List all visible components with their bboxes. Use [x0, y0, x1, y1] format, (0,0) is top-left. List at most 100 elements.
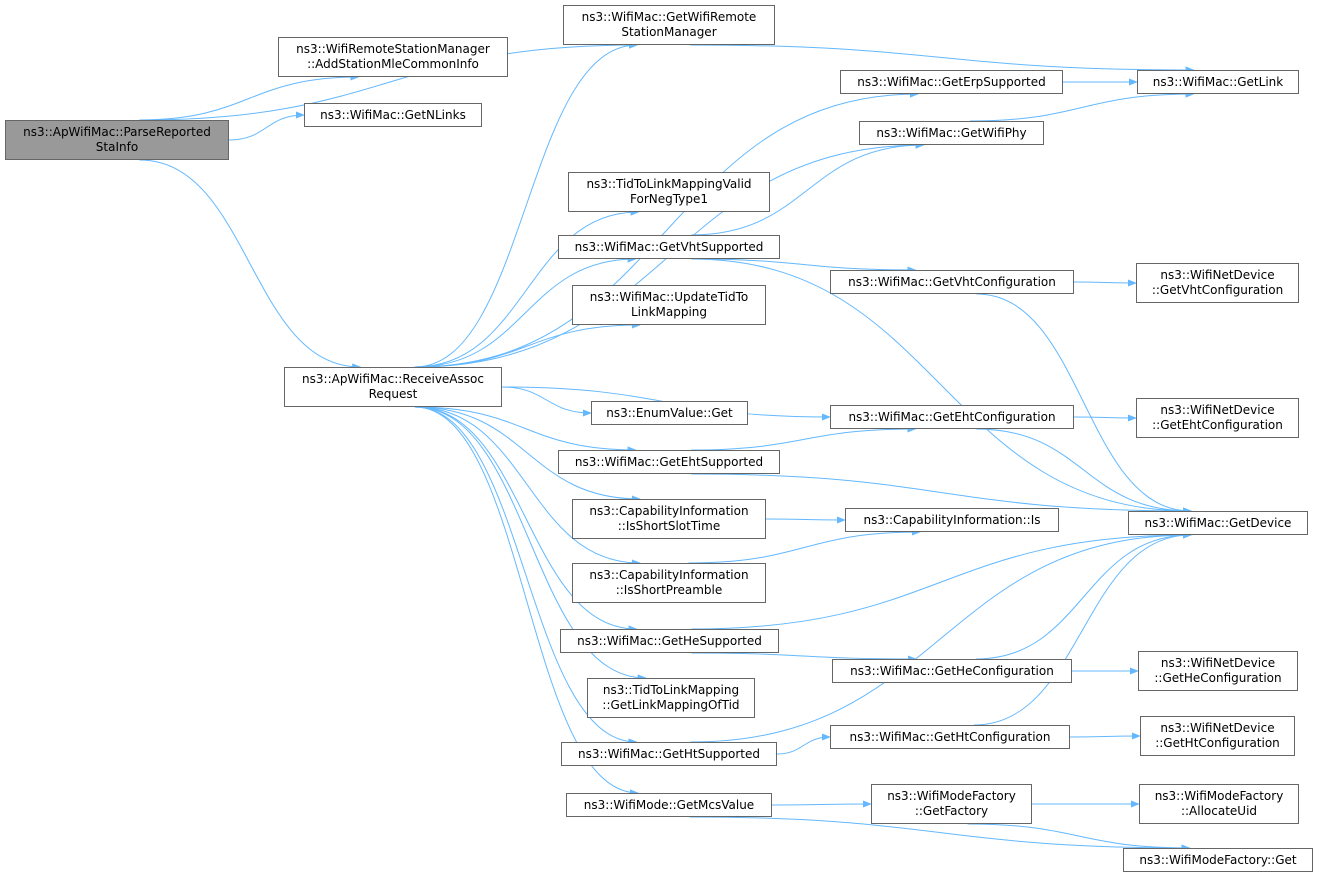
node-label-line: ns3::WifiNetDevice [1160, 656, 1276, 670]
node-label-line: ns3::WifiMac::GetWifiPhy [876, 125, 1027, 140]
edge-recv-enumget [501, 386, 592, 417]
node-label-line: ns3::CapabilityInformation::Is [863, 512, 1041, 527]
node-ndhe[interactable]: ns3::WifiNetDevice::GetHeConfiguration [1138, 651, 1298, 691]
node-hec[interactable]: ns3::WifiMac::GetHeConfiguration [832, 659, 1072, 683]
edge-recv-ehts [414, 406, 637, 454]
node-label-line: ns3::WifiMac::GetEhtSupported [574, 454, 764, 469]
edge-hts-htc [776, 733, 831, 755]
node-label-line: StationManager [621, 25, 717, 39]
node-hes[interactable]: ns3::WifiMac::GetHeSupported [560, 629, 779, 653]
node-label-line: ::GetEhtConfiguration [1152, 418, 1283, 432]
node-label-line: ns3::ApWifiMac::ReceiveAssoc [302, 372, 484, 386]
edge-vhts-vhtc [691, 258, 917, 274]
node-label-line: ns3::CapabilityInformation [589, 568, 749, 582]
node-device[interactable]: ns3::WifiMac::GetDevice [1128, 511, 1308, 535]
node-label-line: ::AllocateUid [1180, 804, 1258, 818]
node-label-line: ns3::WifiRemoteStationManager [296, 42, 490, 56]
node-mcs[interactable]: ns3::WifiMode::GetMcsValue [566, 793, 772, 817]
edge-ehtc-device [976, 428, 1192, 515]
edge-vhtc-device [976, 293, 1192, 515]
node-hts[interactable]: ns3::WifiMac::GetHtSupported [561, 742, 777, 766]
node-label-line: ns3::WifiMac::UpdateTidTo [589, 290, 749, 304]
edge-hts-device [690, 531, 1192, 743]
node-label-line: ns3::WifiModeFactory [887, 789, 1016, 803]
node-addsta[interactable]: ns3::WifiRemoteStationManager::AddStatio… [278, 37, 508, 77]
node-label-line: ns3::WifiMac::GetHtConfiguration [849, 729, 1051, 744]
node-label-line: ForNegType1 [630, 192, 708, 206]
node-label-line: ns3::WifiModeFactory::Get [1139, 852, 1297, 867]
edge-recv-slot [414, 406, 641, 503]
edge-recv-pre [414, 406, 641, 567]
edge-parse-addsta [139, 73, 360, 121]
node-ndht[interactable]: ns3::WifiNetDevice::GetHtConfiguration [1140, 716, 1295, 756]
node-ndvht[interactable]: ns3::WifiNetDevice::GetVhtConfiguration [1136, 263, 1299, 303]
edge-recv-gwrsm [414, 41, 639, 368]
node-label-line: ns3::WifiMac::GetHeConfiguration [850, 663, 1054, 678]
node-ndeht[interactable]: ns3::WifiNetDevice::GetEhtConfiguration [1136, 398, 1299, 438]
node-slot[interactable]: ns3::CapabilityInformation::IsShortSlotT… [572, 499, 766, 539]
node-wmfget[interactable]: ns3::WifiModeFactory::Get [1123, 848, 1313, 872]
node-ehtc[interactable]: ns3::WifiMac::GetEhtConfiguration [830, 405, 1074, 429]
edge-recv-tidvalid [414, 208, 640, 368]
node-link[interactable]: ns3::WifiMac::GetLink [1137, 70, 1299, 94]
edge-recv-hes [414, 406, 638, 633]
edge-phy-link [969, 90, 1195, 122]
node-label-line: ns3::CapabilityInformation [589, 504, 749, 518]
edge-factory-wmfget [967, 823, 1191, 852]
node-label-line: ns3::ApWifiMac::ParseReported [23, 125, 211, 139]
node-label-line: ns3::TidToLinkMappingValid [586, 177, 752, 191]
node-nlinks[interactable]: ns3::WifiMac::GetNLinks [304, 103, 482, 127]
node-label-line: ns3::WifiMac::GetLink [1152, 74, 1284, 89]
node-tidget[interactable]: ns3::TidToLinkMapping::GetLinkMappingOfT… [587, 678, 755, 718]
node-label-line: ::IsShortSlotTime [617, 519, 721, 533]
node-vhtc[interactable]: ns3::WifiMac::GetVhtConfiguration [830, 270, 1074, 294]
node-enumget[interactable]: ns3::EnumValue::Get [591, 401, 748, 425]
node-label-line: ns3::WifiMac::GetEhtConfiguration [848, 409, 1056, 424]
node-htc[interactable]: ns3::WifiMac::GetHtConfiguration [830, 725, 1070, 749]
node-phy[interactable]: ns3::WifiMac::GetWifiPhy [859, 121, 1044, 145]
edge-ehts-ehtc [691, 425, 917, 451]
edge-ehtc-ndeht [1073, 414, 1137, 422]
edge-recv-erp [414, 90, 919, 368]
node-label-line: ns3::WifiNetDevice [1160, 403, 1275, 417]
node-vhts[interactable]: ns3::WifiMac::GetVhtSupported [558, 235, 780, 259]
node-pre[interactable]: ns3::CapabilityInformation::IsShortPream… [572, 563, 766, 603]
node-label-line: ::GetHtConfiguration [1155, 736, 1280, 750]
node-label-line: ns3::WifiNetDevice [1160, 268, 1275, 282]
node-ehts[interactable]: ns3::WifiMac::GetEhtSupported [558, 450, 780, 474]
node-label-line: ns3::WifiMac::GetErpSupported [857, 74, 1046, 89]
node-label-line: ns3::WifiMac::GetWifiRemote [581, 10, 757, 24]
node-label-line: ::GetFactory [914, 804, 989, 818]
node-label-line: ::IsShortPreamble [615, 583, 723, 597]
edge-htc-device [973, 531, 1192, 726]
node-capis[interactable]: ns3::CapabilityInformation::Is [845, 508, 1059, 532]
node-label-line: ns3::WifiMac::GetHeSupported [577, 633, 762, 648]
node-label-line: StaInfo [95, 140, 139, 154]
node-label-line: LinkMapping [630, 305, 708, 319]
edge-hes-hec [691, 652, 917, 663]
edge-gwrsm-link [690, 44, 1195, 74]
node-label-line: ns3::TidToLinkMapping [602, 683, 740, 697]
edge-ehts-device [691, 473, 1192, 515]
edge-parse-nlinks [228, 111, 305, 141]
node-factory[interactable]: ns3::WifiModeFactory::GetFactory [871, 784, 1032, 824]
node-label-line: ns3::EnumValue::Get [606, 405, 733, 420]
node-label-line: ns3::WifiModeFactory [1154, 789, 1284, 803]
edge-recv-vhts [414, 255, 637, 368]
edge-recv-updtid [414, 321, 641, 368]
edge-htc-ndht [1069, 732, 1141, 740]
edge-pre-capis [688, 528, 921, 564]
node-label-line: ns3::WifiMac::GetVhtSupported [574, 239, 764, 254]
node-alloc[interactable]: ns3::WifiModeFactory::AllocateUid [1139, 784, 1299, 824]
edge-vhts-phy [691, 141, 925, 236]
edge-hes-device [691, 531, 1192, 630]
edge-slot-capis [765, 516, 846, 524]
node-erp[interactable]: ns3::WifiMac::GetErpSupported [840, 70, 1063, 94]
edge-mcs-wmfget [689, 816, 1191, 852]
edge-parse-gwrsm [139, 41, 639, 121]
node-label-line: Request [368, 387, 418, 401]
